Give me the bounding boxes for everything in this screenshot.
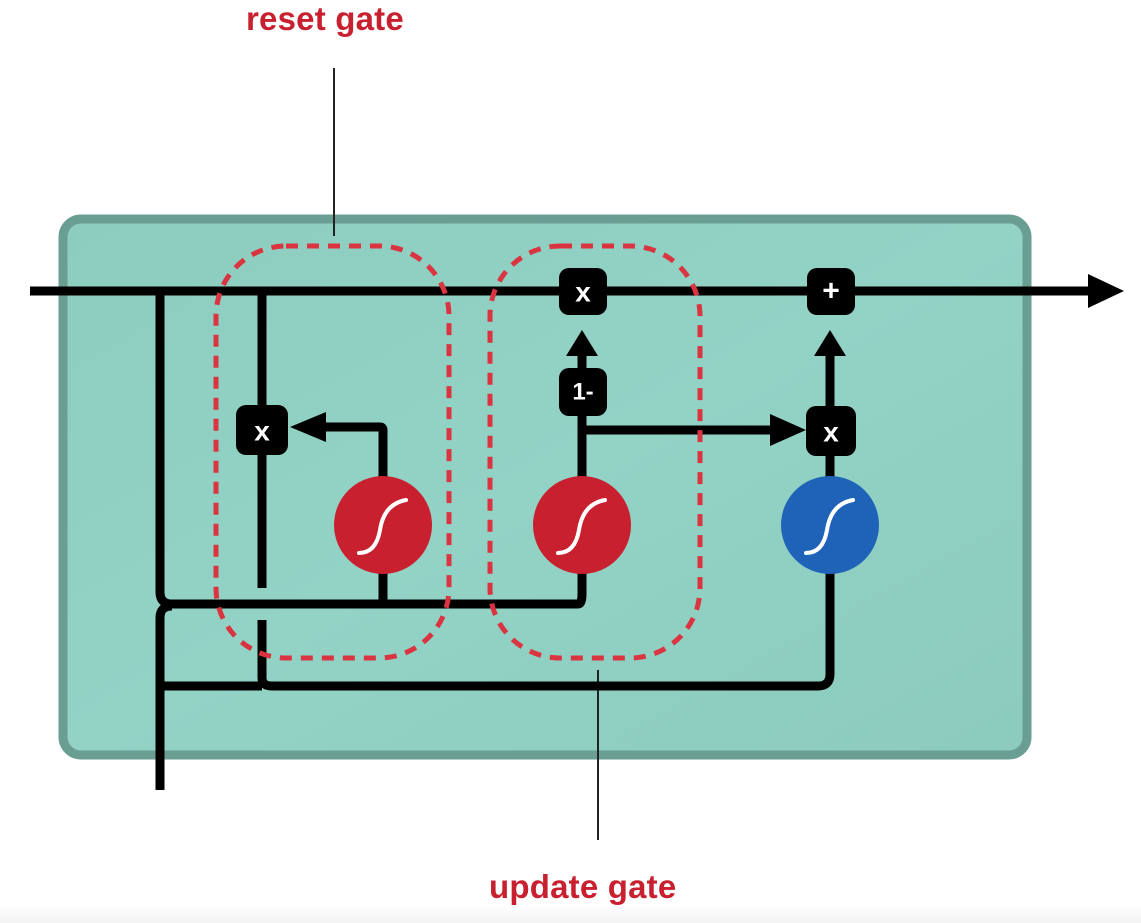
reset-output-wire — [320, 422, 388, 480]
plus-icon: + — [822, 275, 840, 308]
one-minus-arrow-icon — [566, 330, 598, 356]
output-arrow-icon — [1088, 274, 1124, 308]
one-minus-op: 1- — [559, 368, 607, 416]
tanh-icon — [804, 498, 855, 555]
reset-gate-label: reset gate — [246, 0, 404, 37]
multiply-icon: x — [823, 417, 839, 448]
multiply-icon: x — [575, 277, 591, 308]
reset-multiply-op: x — [236, 405, 288, 455]
hidden-multiply-op: x — [559, 268, 607, 315]
add-op: + — [807, 268, 855, 315]
update-arrow-icon — [770, 414, 806, 446]
reset-gate-outline — [213, 243, 452, 661]
sigmoid-icon — [357, 498, 408, 555]
one-minus-icon: 1- — [572, 379, 593, 406]
reset-multiply-to-candidate-wire — [257, 572, 835, 691]
gru-cell-body — [58, 214, 1032, 760]
candidate-tanh — [781, 476, 879, 574]
reset-sigmoid — [334, 476, 432, 574]
candidate-multiply-op: x — [806, 406, 856, 456]
multiply-icon: x — [254, 416, 270, 447]
input-wire — [155, 601, 173, 790]
input-split-wire — [155, 291, 587, 609]
background-band — [0, 905, 1141, 923]
update-sigmoid — [533, 476, 631, 574]
update-gate-outline — [487, 243, 703, 661]
sigmoid-icon — [556, 498, 607, 555]
add-arrow-icon — [814, 330, 846, 356]
reset-arrow-icon — [290, 412, 326, 442]
update-gate-label: update gate — [489, 868, 677, 905]
